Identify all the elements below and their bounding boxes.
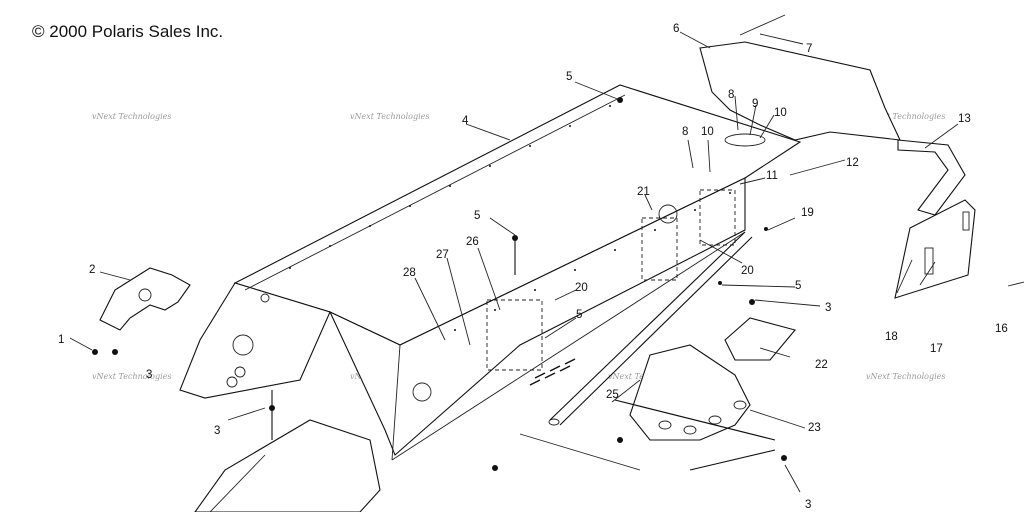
callout-27: 27 — [436, 249, 449, 261]
callout-8: 8 — [682, 126, 688, 138]
callout-labels: 6 7 5 4 8 9 10 8 10 13 11 12 21 19 5 26 … — [58, 23, 1008, 511]
callout-5: 5 — [566, 71, 572, 83]
watermark: vNext Technologies — [866, 372, 946, 381]
callout-3: 3 — [214, 425, 220, 437]
callout-3: 3 — [805, 499, 811, 511]
watermark: vNext Technologies — [92, 372, 172, 381]
watermark: vNext Technologies — [92, 112, 172, 121]
callout-17: 17 — [930, 343, 943, 355]
callout-7: 7 — [806, 43, 812, 55]
callout-2: 2 — [89, 264, 95, 276]
copyright-notice: © 2000 Polaris Sales Inc. — [32, 22, 224, 41]
callout-5: 5 — [474, 210, 480, 222]
callout-9: 9 — [752, 98, 758, 110]
callout-25: 25 — [606, 389, 619, 401]
tunnel-part — [179, 84, 802, 461]
callout-22: 22 — [815, 359, 828, 371]
callout-13: 13 — [958, 113, 971, 125]
callout-3: 3 — [825, 302, 831, 314]
callout-18: 18 — [885, 331, 898, 343]
callout-1: 1 — [58, 334, 64, 346]
callout-19: 19 — [801, 207, 814, 219]
callout-23: 23 — [808, 422, 821, 434]
flap-part — [894, 199, 976, 299]
bracket-part — [897, 139, 966, 216]
callout-20: 20 — [575, 282, 588, 294]
bracket-2-part — [99, 267, 191, 331]
lower-chassis — [194, 419, 381, 512]
callout-5: 5 — [576, 309, 582, 321]
watermark: vNext Technologies — [866, 112, 946, 121]
callout-16: 16 — [995, 323, 1008, 335]
callout-3: 3 — [146, 369, 152, 381]
callout-5: 5 — [795, 280, 801, 292]
callout-28: 28 — [403, 267, 416, 279]
callout-8: 8 — [728, 89, 734, 101]
callout-6: 6 — [673, 23, 679, 35]
callout-10: 10 — [774, 107, 787, 119]
callout-26: 26 — [466, 236, 479, 248]
watermark: vNext Technologies — [350, 112, 430, 121]
leader-lines — [69, 31, 1024, 493]
footrest-part — [724, 317, 796, 361]
skid-part — [629, 344, 751, 441]
callout-11: 11 — [766, 170, 778, 182]
callout-12: 12 — [846, 157, 859, 169]
callout-10: 10 — [701, 126, 714, 138]
callout-20: 20 — [741, 265, 754, 277]
callout-21: 21 — [637, 186, 650, 198]
callout-4: 4 — [462, 115, 469, 127]
cover-part — [699, 41, 901, 141]
